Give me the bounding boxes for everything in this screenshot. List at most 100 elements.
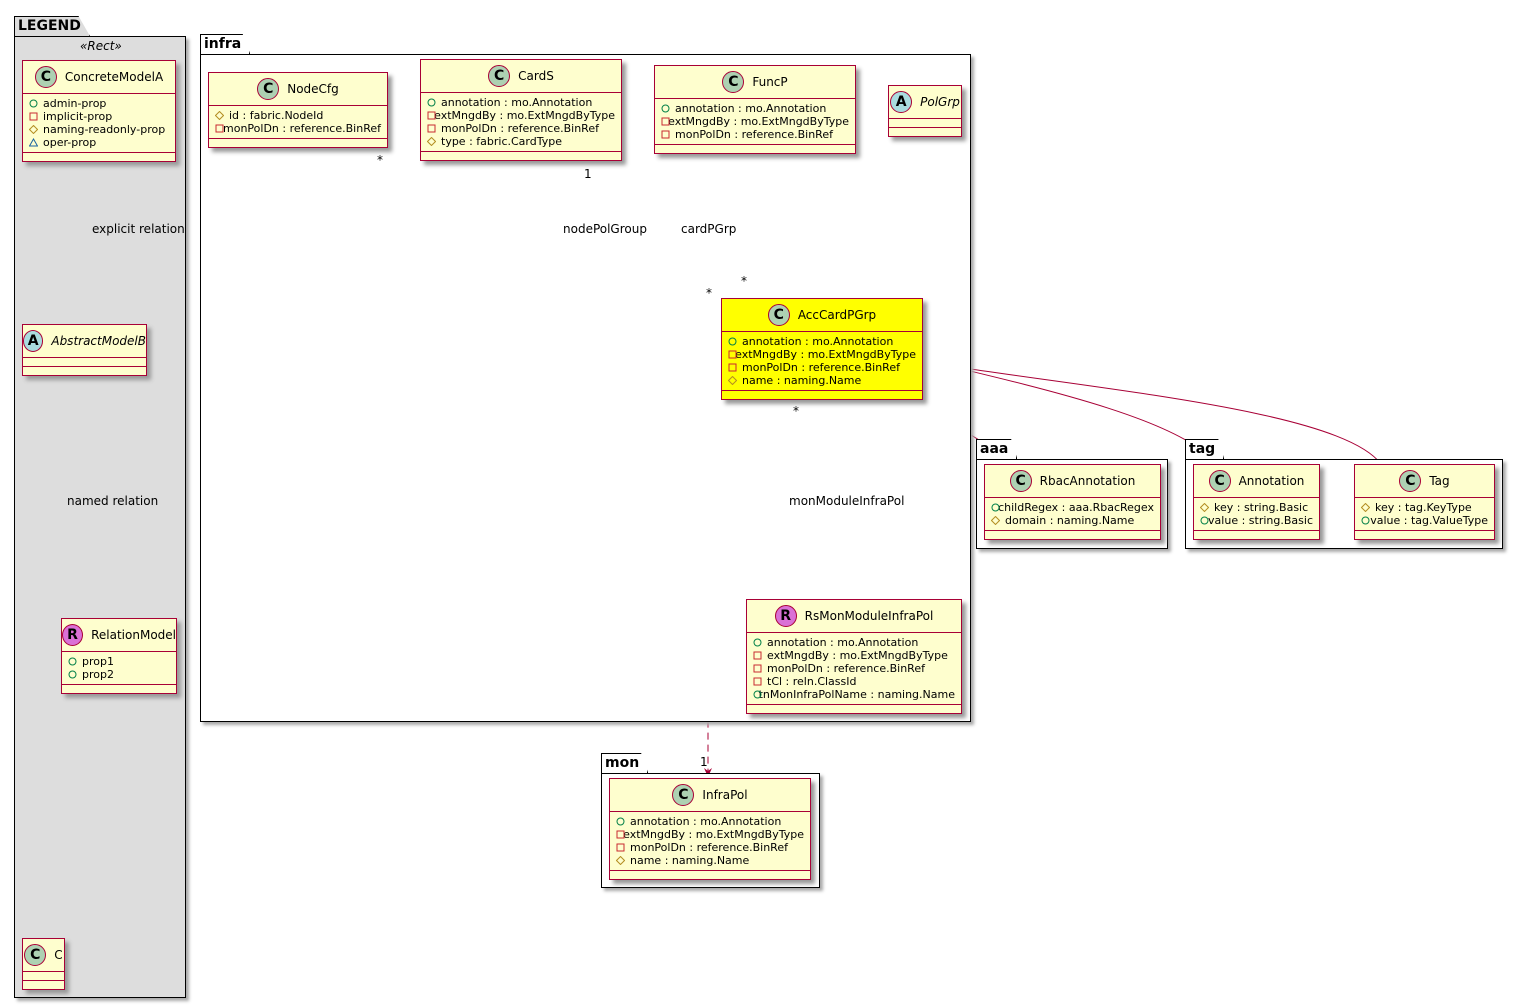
label-explicit-relation: explicit relation (92, 222, 185, 236)
class-name: PolGrp (920, 95, 960, 109)
attribute: name : naming.Name (616, 854, 804, 867)
class-icon: C (672, 784, 695, 806)
multiplicity: 1 (700, 755, 708, 769)
attribute-text: admin-prop (43, 97, 107, 110)
package-tab-legend: LEGEND (14, 16, 90, 36)
attribute: tnMonInfraPolName : naming.Name (753, 688, 955, 701)
attribute: domain : naming.Name (991, 514, 1154, 527)
attribute-text: prop2 (82, 668, 114, 681)
class-icon: C (488, 65, 511, 87)
attribute: childRegex : aaa.RbacRegex (991, 501, 1154, 514)
public-visibility-icon (753, 638, 762, 647)
method-list (655, 145, 855, 153)
attribute-text: extMngdBy : mo.ExtMngdByType (434, 109, 615, 122)
attribute-list (23, 972, 64, 981)
multiplicity: * (741, 274, 747, 288)
attribute-text: type : fabric.CardType (441, 135, 562, 148)
private-visibility-icon (728, 350, 737, 359)
attribute-text: annotation : mo.Annotation (441, 96, 593, 109)
attribute: monPolDn : reference.BinRef (661, 128, 849, 141)
multiplicity: 1 (584, 167, 592, 181)
class-header: C CardS (421, 60, 621, 93)
class-icon: C (257, 78, 280, 100)
public-visibility-icon (728, 337, 737, 346)
attribute: annotation : mo.Annotation (661, 102, 849, 115)
class-header: C InfraPol (610, 779, 810, 812)
protected-visibility-icon (616, 856, 625, 865)
private-visibility-icon (616, 830, 625, 839)
attribute-text: annotation : mo.Annotation (742, 335, 894, 348)
attribute-text: value : tag.ValueType (1370, 514, 1488, 527)
protected-visibility-icon (1200, 503, 1209, 512)
attribute-text: childRegex : aaa.RbacRegex (998, 501, 1154, 514)
label-named-relation: named relation (67, 494, 159, 508)
public-visibility-icon (29, 99, 38, 108)
protected-visibility-icon (215, 111, 224, 120)
attribute: prop2 (68, 668, 170, 681)
attribute: id : fabric.NodeId (215, 109, 381, 122)
package-tab-infra: infra (200, 34, 251, 54)
class-name: RsMonModuleInfraPol (804, 609, 934, 623)
method-list (209, 139, 387, 147)
multiplicity: * (706, 286, 712, 300)
attribute-text: extMngdBy : mo.ExtMngdByType (668, 115, 849, 128)
attribute-text: annotation : mo.Annotation (630, 815, 782, 828)
attribute-text: oper-prop (43, 136, 97, 149)
method-list (23, 153, 175, 161)
attribute: monPolDn : reference.BinRef (728, 361, 916, 374)
method-list (722, 391, 922, 399)
private-visibility-icon (753, 651, 762, 660)
private-visibility-icon (29, 112, 38, 121)
package-stereotype: «Rect» (80, 39, 122, 53)
attribute-text: monPolDn : reference.BinRef (441, 122, 599, 135)
attribute-text: prop1 (82, 655, 114, 668)
attribute: extMngdBy : mo.ExtMngdByType (728, 348, 916, 361)
public-visibility-icon (753, 690, 762, 699)
attribute-text: monPolDn : reference.BinRef (223, 122, 381, 135)
class-name: CardS (518, 69, 554, 83)
label-nodepolgroup: nodePolGroup (563, 222, 647, 236)
class-name: C (54, 948, 63, 962)
package-tab-tag: tag (1185, 439, 1225, 459)
attribute-text: id : fabric.NodeId (229, 109, 324, 122)
private-visibility-icon (728, 363, 737, 372)
attribute: key : string.Basic (1200, 501, 1313, 514)
method-list (23, 367, 146, 375)
protected-visibility-icon (427, 137, 436, 146)
class-name: RelationModel (91, 628, 176, 642)
attribute: extMngdBy : mo.ExtMngdByType (616, 828, 804, 841)
class-name: InfraPol (702, 788, 748, 802)
public-visibility-icon (68, 657, 77, 666)
attribute-text: key : tag.KeyType (1375, 501, 1472, 514)
method-list (1194, 531, 1319, 539)
attribute: admin-prop (29, 97, 169, 110)
method-list (747, 705, 961, 713)
edge-tag-composition (923, 361, 1382, 465)
attribute: annotation : mo.Annotation (728, 335, 916, 348)
attribute-text: naming-readonly-prop (43, 123, 166, 136)
attribute: type : fabric.CardType (427, 135, 615, 148)
attribute: prop1 (68, 655, 170, 668)
multiplicity: * (793, 404, 799, 418)
